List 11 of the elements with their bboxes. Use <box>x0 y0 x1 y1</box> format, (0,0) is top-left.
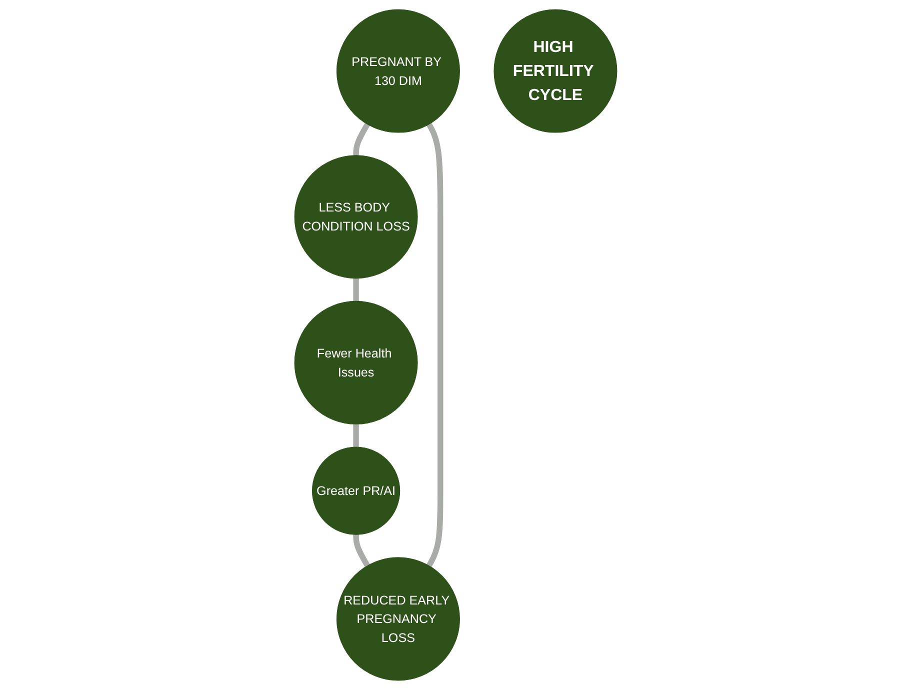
node-circle: PREGNANT BY 130 DIM <box>336 9 460 133</box>
connector <box>353 277 360 302</box>
connector <box>353 122 370 156</box>
connector <box>353 423 360 448</box>
node-circle: HIGH FERTILITY CYCLE <box>494 9 618 133</box>
connector <box>353 534 370 568</box>
connector <box>426 122 444 568</box>
node-circle: REDUCED EARLY PREGNANCY LOSS <box>336 557 460 681</box>
node-circle: LESS BODY CONDITION LOSS <box>294 155 418 279</box>
node-circle: Fewer Health Issues <box>294 300 418 424</box>
node-circle: Greater PR/AI <box>312 446 400 535</box>
